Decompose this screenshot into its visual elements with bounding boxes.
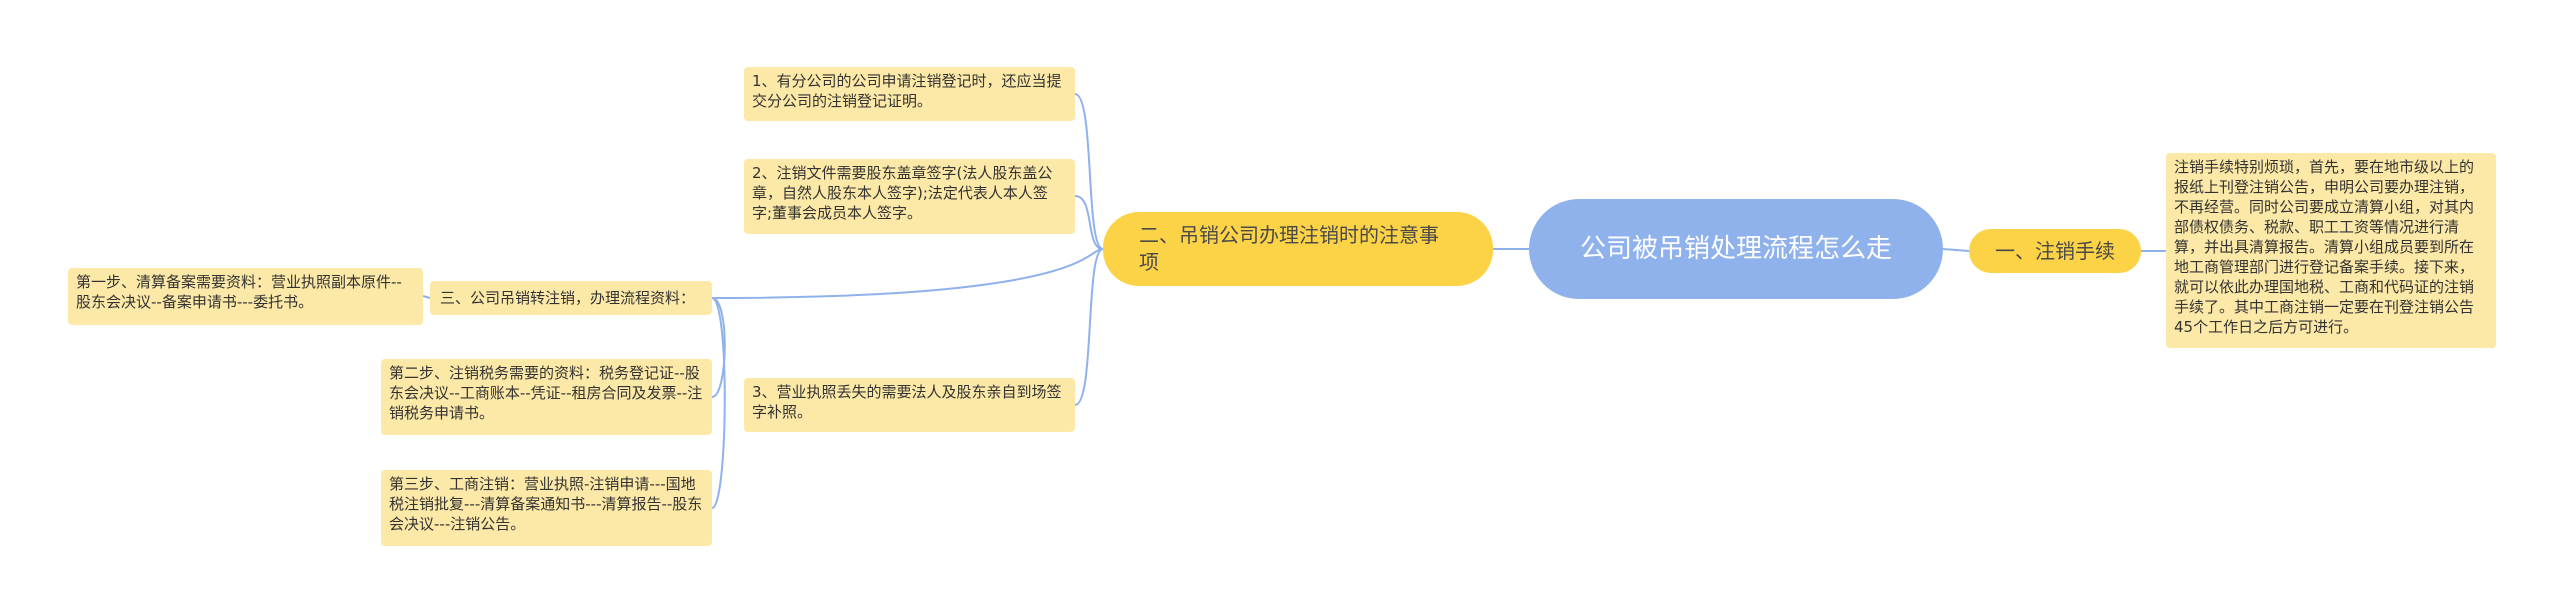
leaf-text: 第三步、工商注销：营业执照-注销申请---国地税注销批复---清算备案通知书--… — [389, 475, 703, 533]
leaf-step-2[interactable]: 第二步、注销税务需要的资料：税务登记证--股东会决议--工商账本--凭证--租房… — [381, 359, 712, 435]
link-l3-s1 — [422, 295, 431, 299]
leaf-cancellation-details[interactable]: 注销手续特别烦琐，首先，要在地市级以上的报纸上刊登注销公告，申明公司要办理注销，… — [2166, 153, 2496, 348]
leaf-revoke-to-cancel-process[interactable]: 三、公司吊销转注销，办理流程资料： — [430, 281, 712, 315]
leaf-text: 第二步、注销税务需要的资料：税务登记证--股东会决议--工商账本--凭证--租房… — [389, 364, 703, 422]
leaf-signature-note[interactable]: 2、注销文件需要股东盖章签字(法人股东盖公章，自然人股东本人签字);法定代表人本… — [744, 159, 1075, 234]
leaf-text: 3、营业执照丢失的需要法人及股东亲自到场签字补照。 — [752, 383, 1062, 421]
branch-cancellation-procedure[interactable]: 一、注销手续 — [1969, 229, 2141, 273]
branch-label: 一、注销手续 — [1995, 238, 2115, 263]
leaf-text: 1、有分公司的公司申请注销登记时，还应当提交分公司的注销登记证明。 — [752, 72, 1062, 110]
root-title: 公司被吊销处理流程怎么走 — [1579, 234, 1892, 264]
leaf-text: 三、公司吊销转注销，办理流程资料： — [440, 289, 696, 307]
link-l3-s3 — [711, 297, 726, 509]
leaf-text: 第一步、清算备案需要资料：营业执照副本原件--股东会决议--备案申请书---委托… — [76, 273, 402, 311]
leaf-branch-office-note[interactable]: 1、有分公司的公司申请注销登记时，还应当提交分公司的注销登记证明。 — [744, 67, 1075, 121]
link-b2-l4 — [1074, 248, 1104, 406]
leaf-step-3[interactable]: 第三步、工商注销：营业执照-注销申请---国地税注销批复---清算备案通知书--… — [381, 470, 712, 546]
link-l3-s2 — [711, 297, 726, 398]
leaf-step-1[interactable]: 第一步、清算备案需要资料：营业执照副本原件--股东会决议--备案申请书---委托… — [68, 268, 423, 325]
link-b2-l3 — [711, 248, 1104, 299]
link-b2-l2 — [1074, 195, 1104, 250]
branch-revoked-company-notes[interactable]: 二、吊销公司办理注销时的注意事项 — [1103, 212, 1493, 286]
link-b2-l1 — [1074, 93, 1104, 250]
leaf-text: 2、注销文件需要股东盖章签字(法人股东盖公章，自然人股东本人签字);法定代表人本… — [752, 164, 1053, 222]
leaf-lost-license-note[interactable]: 3、营业执照丢失的需要法人及股东亲自到场签字补照。 — [744, 378, 1075, 432]
branch-label: 二、吊销公司办理注销时的注意事项 — [1139, 223, 1439, 274]
link-root-b1 — [1942, 248, 1970, 252]
root-node[interactable]: 公司被吊销处理流程怎么走 — [1529, 199, 1943, 299]
leaf-text: 注销手续特别烦琐，首先，要在地市级以上的报纸上刊登注销公告，申明公司要办理注销，… — [2174, 158, 2475, 336]
